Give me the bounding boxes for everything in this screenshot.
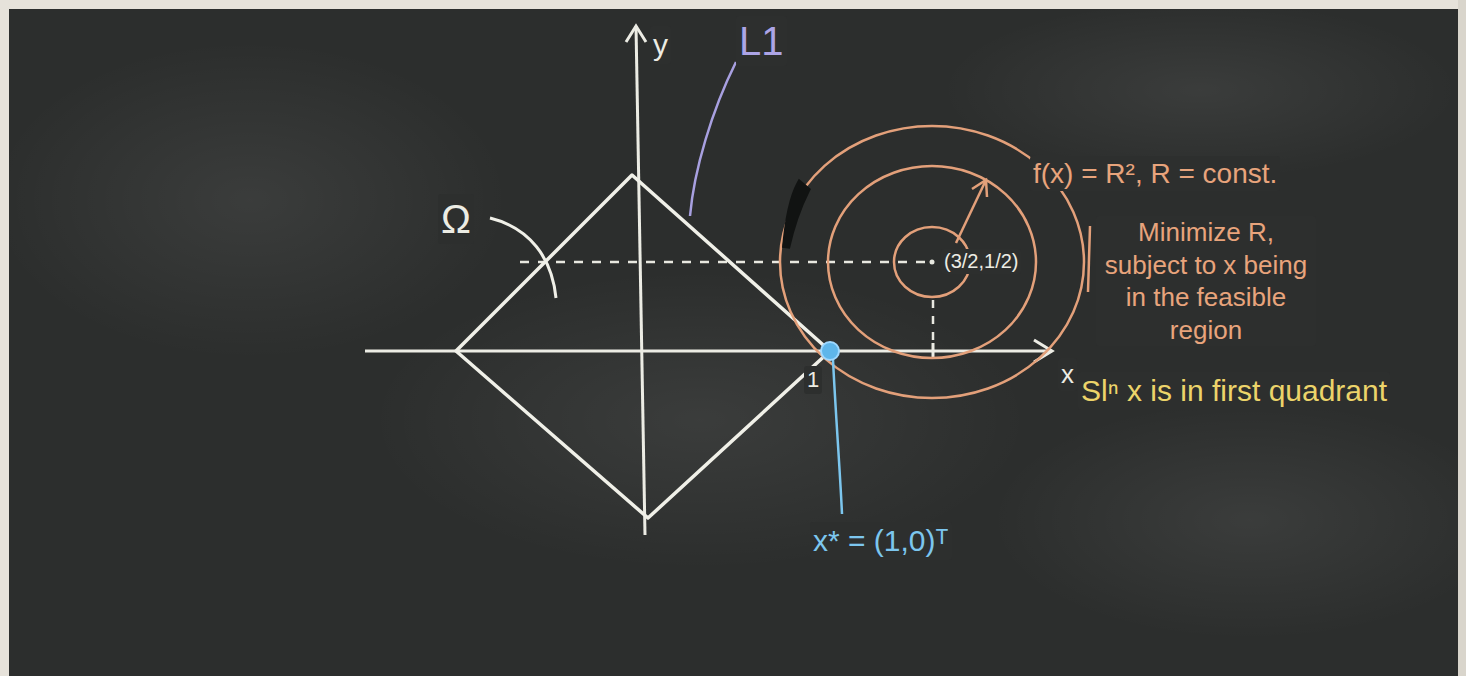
axis-label: y bbox=[650, 26, 671, 64]
omega-leader bbox=[490, 218, 556, 298]
l1-diamond bbox=[456, 175, 830, 518]
tick-label: 1 bbox=[804, 366, 822, 394]
axis-arrowhead bbox=[626, 26, 646, 42]
optimum-leader bbox=[833, 360, 842, 514]
dashed-guide bbox=[932, 300, 935, 348]
radius-arrow bbox=[956, 180, 986, 243]
center-dot bbox=[930, 260, 935, 265]
axis-label: x bbox=[1058, 358, 1077, 391]
axis-arrowhead bbox=[1034, 340, 1052, 362]
region-label: Ω bbox=[438, 194, 474, 244]
axis-tick bbox=[932, 343, 935, 359]
board-frame bbox=[1458, 0, 1466, 676]
eraser-smudge bbox=[940, 0, 1460, 180]
board-frame bbox=[0, 0, 1466, 9]
x-axis bbox=[365, 350, 1052, 353]
board-frame bbox=[0, 0, 9, 676]
l1-leader bbox=[690, 62, 736, 216]
eraser-smudge bbox=[0, 40, 510, 360]
optimum-dot bbox=[821, 342, 839, 360]
dashed-guide bbox=[520, 261, 926, 264]
scribble bbox=[786, 185, 806, 248]
point-label: (3/2,1/2) bbox=[941, 249, 1021, 274]
level-circle bbox=[828, 166, 1036, 358]
problem-note: Minimize R, subject to x being in the fe… bbox=[1096, 216, 1316, 346]
y-axis bbox=[636, 26, 645, 535]
eraser-smudge bbox=[990, 400, 1466, 640]
solution-note: Slⁿ x is in first quadrant bbox=[1078, 372, 1390, 410]
optimum-label: x* = (1,0)ᵀ bbox=[810, 522, 952, 560]
objective-note: f(x) = R², R = const. bbox=[1030, 156, 1280, 191]
radius-arrowhead bbox=[972, 180, 987, 197]
eraser-smudge bbox=[370, 270, 1030, 570]
note-bar bbox=[1088, 226, 1090, 292]
set-label: L1 bbox=[736, 16, 787, 66]
